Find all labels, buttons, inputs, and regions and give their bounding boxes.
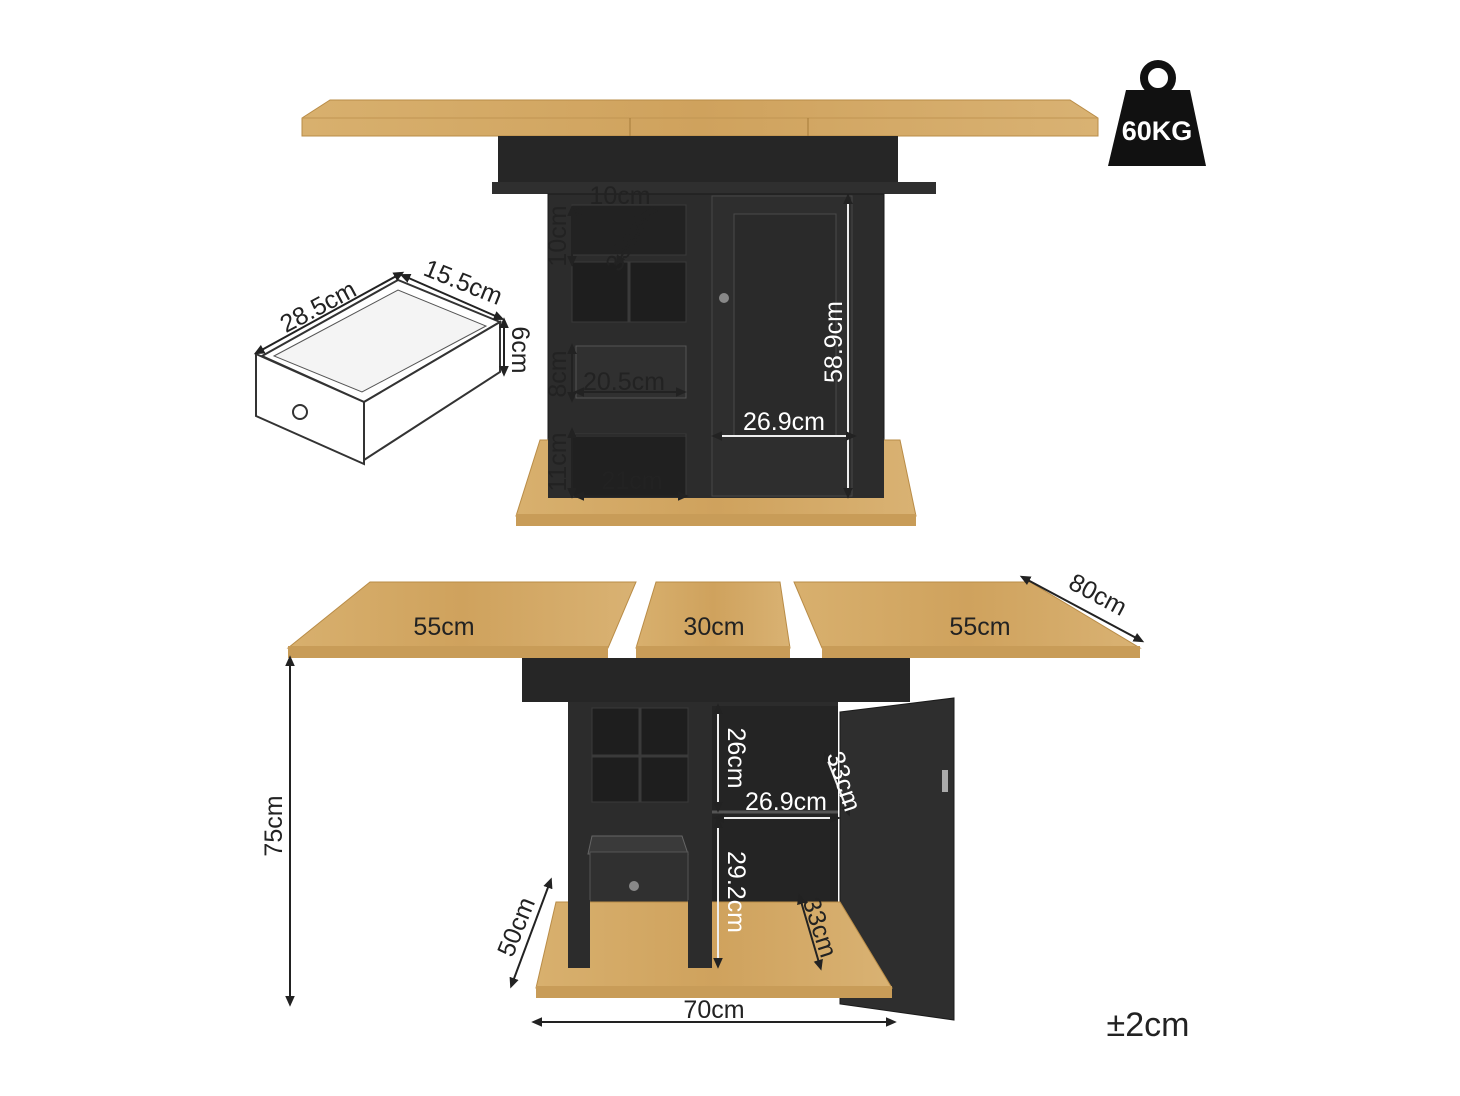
- dim-line: [509, 877, 553, 989]
- dim-line: [615, 207, 651, 267]
- center-leaf-label: 30cm: [683, 613, 744, 641]
- door-handle-icon: [942, 770, 948, 792]
- base-width-label: 70cm: [683, 996, 744, 1024]
- dim-line: [823, 751, 851, 817]
- door-knob-icon: [719, 293, 729, 303]
- right-leaf-label: 55cm: [949, 613, 1010, 641]
- extended-table-view: 55cm 30cm 55cm 80cm 75cm 26cm 26.9cm 33c…: [260, 568, 1145, 1027]
- weight-badge: 60KG: [1108, 60, 1206, 166]
- dim-line: [399, 274, 505, 320]
- left-leaf-label: 55cm: [413, 613, 474, 641]
- drawer-height-label: 8cm: [544, 350, 572, 397]
- closed-table-view: 10cm 10cm 33cm 8cm 20.5cm 11cm 21cm 58.9…: [301, 99, 1099, 526]
- door-height-label: 58.9cm: [820, 301, 848, 383]
- drawer-knob-icon: [629, 881, 639, 891]
- door-width-label: 26.9cm: [743, 408, 825, 436]
- bottom-height-label: 11cm: [544, 432, 572, 491]
- cabinet-inner-width-label: 26.9cm: [745, 788, 827, 816]
- cabinet-upper-height-label: 26cm: [722, 727, 750, 788]
- drawer-front: [255, 352, 365, 466]
- open-drawer: [587, 835, 689, 855]
- cube-height-label: 10cm: [544, 205, 572, 266]
- bottom-width-label: 21cm: [601, 467, 662, 495]
- apron: [498, 136, 898, 184]
- cube-width-label: 10cm: [589, 182, 650, 210]
- drawer-knob-icon: [292, 404, 308, 420]
- weight-icon: [1140, 60, 1176, 96]
- drawer-height-label: 6cm: [506, 326, 534, 373]
- dim-line: [797, 893, 823, 971]
- dim-line: [1019, 575, 1145, 643]
- cabinet-lower-height-label: 29.2cm: [722, 851, 750, 933]
- tolerance-label: ±2cm: [1107, 1006, 1190, 1044]
- drawer-detail: 28.5cm 15.5cm 6cm: [253, 254, 534, 466]
- dim-line: [253, 271, 405, 355]
- apron: [522, 658, 910, 702]
- table-height-label: 75cm: [260, 795, 288, 856]
- weight-label: 60KG: [1122, 116, 1193, 146]
- drawer-width-label: 20.5cm: [583, 368, 665, 396]
